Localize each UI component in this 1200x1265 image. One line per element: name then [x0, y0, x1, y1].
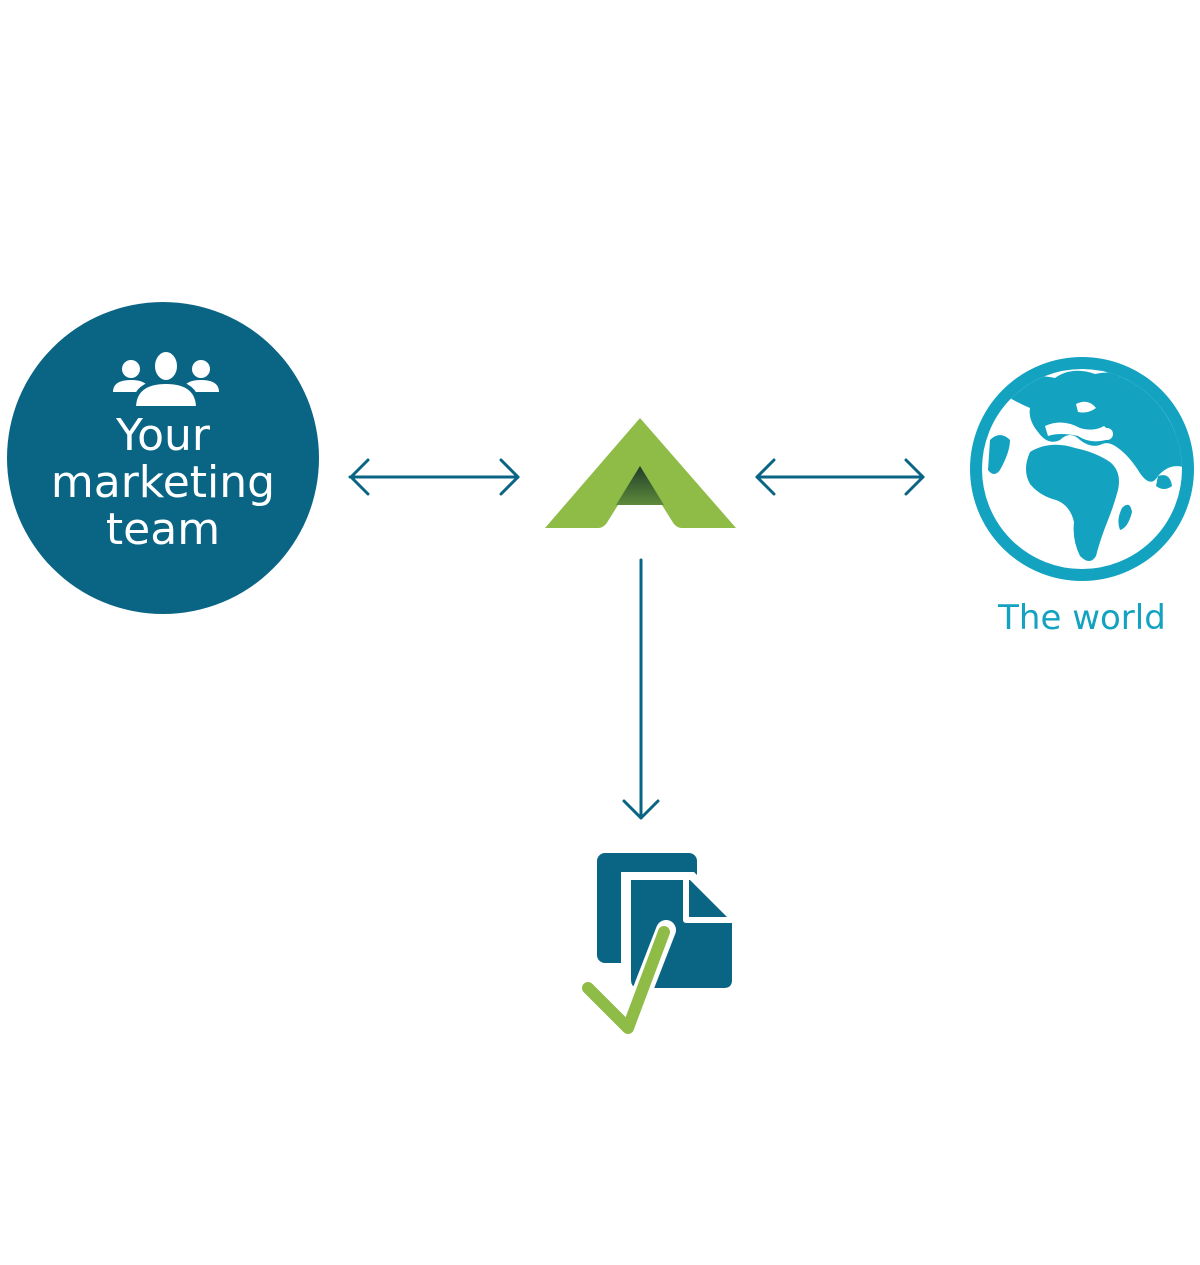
globe-icon — [970, 357, 1194, 581]
logo-a-icon — [545, 418, 736, 528]
team-label-line1: Your — [116, 410, 210, 461]
people-group-icon — [113, 348, 219, 410]
arrow-platform-world — [755, 458, 925, 496]
team-node — [7, 302, 319, 614]
world-label: The world — [998, 598, 1166, 638]
arrow-team-platform — [348, 458, 520, 496]
team-circle — [7, 302, 319, 614]
team-label-line3: team — [105, 504, 221, 555]
team-label: Your marketing team — [8, 412, 318, 553]
arrow-platform-output — [622, 558, 660, 820]
approved-documents-icon — [574, 853, 738, 1038]
team-label-line2: marketing — [50, 457, 276, 508]
